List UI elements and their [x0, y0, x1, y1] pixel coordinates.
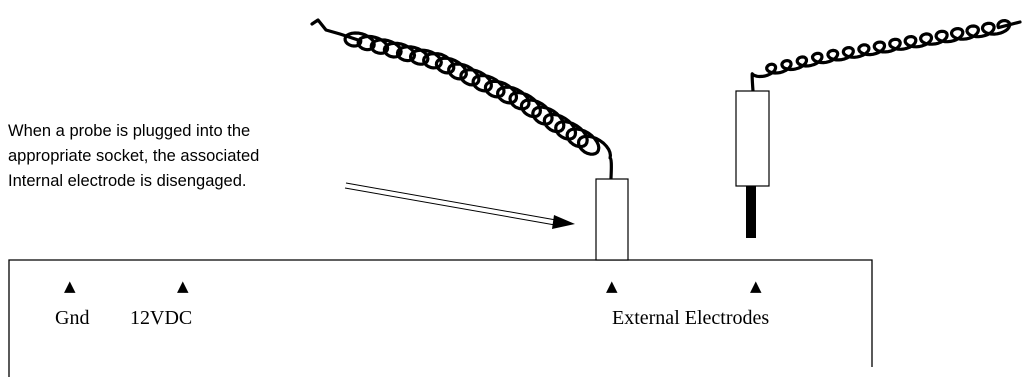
note-pointer-arrow: [344, 182, 575, 229]
unplugged-probe-body: [735, 90, 770, 187]
note-line-2: appropriate socket, the associated: [8, 147, 259, 165]
vdc-label: 12VDC: [130, 307, 192, 329]
external-electrodes-label: External Electrodes: [612, 307, 769, 329]
gnd-label: Gnd: [55, 307, 89, 329]
external-marker-1-icon: ▲: [606, 277, 618, 295]
note-line-1: When a probe is plugged into the: [8, 122, 250, 140]
device-enclosure: [8, 259, 873, 377]
left-probe-coiled-cable: [310, 18, 613, 180]
external-marker-2-icon: ▲: [750, 277, 762, 295]
plugged-probe-body: [595, 178, 629, 261]
gnd-marker-icon: ▲: [64, 277, 76, 295]
unplugged-probe-tip: [746, 186, 756, 238]
note-line-3: Internal electrode is disengaged.: [8, 172, 247, 190]
vdc-marker-icon: ▲: [177, 277, 189, 295]
right-probe-coiled-cable: [750, 19, 1022, 93]
